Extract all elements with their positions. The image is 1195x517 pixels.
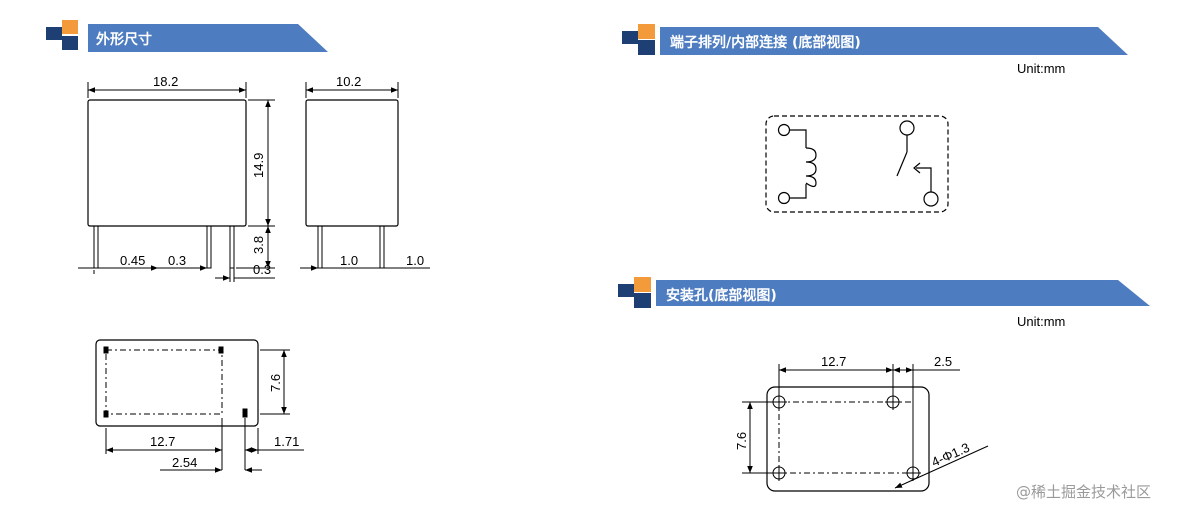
- header-banner: [656, 280, 1150, 306]
- relay-body-front: [87, 99, 247, 227]
- dim-bottom-pitch-long: 12.7: [150, 434, 175, 449]
- section-title-outline: 外形尺寸: [96, 31, 152, 48]
- side-pin-right: [379, 225, 385, 269]
- switch-terminal-contact: [923, 191, 939, 207]
- dim-pin-offset: 0.45: [120, 253, 145, 268]
- dim-hole-pitch-short: 2.5: [934, 354, 952, 369]
- dim-hole-pitch-long: 12.7: [821, 354, 846, 369]
- pin-mid: [206, 225, 212, 269]
- front-view: [78, 82, 275, 282]
- header-square-orange: [62, 20, 78, 34]
- pin-mark: [218, 346, 224, 354]
- header-square-navy: [618, 284, 634, 297]
- header-square-orange: [634, 277, 651, 292]
- header-banner: [660, 27, 1128, 55]
- header-square-lightblue: [634, 293, 651, 308]
- wiring-diagram: [765, 115, 949, 213]
- pin-right: [229, 225, 235, 269]
- section-header-mounting: 安装孔(底部视图): [618, 277, 1150, 308]
- dim-pin-length: 3.8: [251, 236, 266, 254]
- header-square-navy: [46, 27, 62, 40]
- relay-body-side: [305, 99, 399, 227]
- mounting-hole-diagram: [742, 364, 989, 492]
- side-pin-left: [317, 225, 323, 269]
- side-view: [300, 82, 430, 271]
- unit-label-wiring: Unit:mm: [1017, 61, 1065, 76]
- switch-terminal-common: [899, 120, 915, 136]
- section-title-mounting: 安装孔(底部视图): [666, 287, 777, 304]
- dim-hole-diameter: 4-Φ1.3: [929, 440, 972, 470]
- watermark: @稀土掘金技术社区: [1016, 483, 1151, 501]
- section-title-wiring: 端子排列/内部连接 (底部视图): [670, 34, 861, 51]
- coil-terminal-bottom: [777, 191, 791, 205]
- header-banner: [88, 24, 328, 52]
- header-square-navy: [622, 31, 638, 44]
- section-header-outline: 外形尺寸: [46, 20, 328, 52]
- pin-mark: [103, 410, 109, 418]
- dim-hole-height: 7.6: [734, 432, 749, 450]
- coil-terminal-top: [777, 123, 791, 137]
- pin-mark: [242, 408, 248, 418]
- relay-body-bottom: [95, 339, 259, 427]
- pin-mark: [103, 346, 109, 354]
- dim-height: 14.9: [251, 153, 266, 178]
- mounting-outline: [766, 386, 930, 492]
- dim-pin-thickness: 0.3: [253, 262, 271, 277]
- dim-bottom-edge: 1.71: [274, 434, 299, 449]
- pin-left: [93, 225, 99, 269]
- bottom-view-outline: [95, 339, 304, 473]
- wiring-outline: [765, 115, 949, 213]
- dim-bottom-pitch-short: 2.54: [172, 455, 197, 470]
- coil-icon: [805, 147, 817, 188]
- dim-side-width: 10.2: [336, 74, 361, 89]
- header-square-lightblue: [638, 40, 655, 55]
- header-square-lightblue: [62, 36, 78, 50]
- switch-arm: [896, 151, 908, 177]
- dim-side-pin-a: 1.0: [340, 253, 358, 268]
- header-square-orange: [638, 24, 655, 39]
- dim-side-pin-b: 1.0: [406, 253, 424, 268]
- dim-front-width: 18.2: [153, 74, 178, 89]
- dim-bottom-height: 7.6: [268, 374, 283, 392]
- section-header-wiring: 端子排列/内部连接 (底部视图): [622, 24, 1128, 55]
- unit-label-mounting: Unit:mm: [1017, 314, 1065, 329]
- dim-pin-gap: 0.3: [168, 253, 186, 268]
